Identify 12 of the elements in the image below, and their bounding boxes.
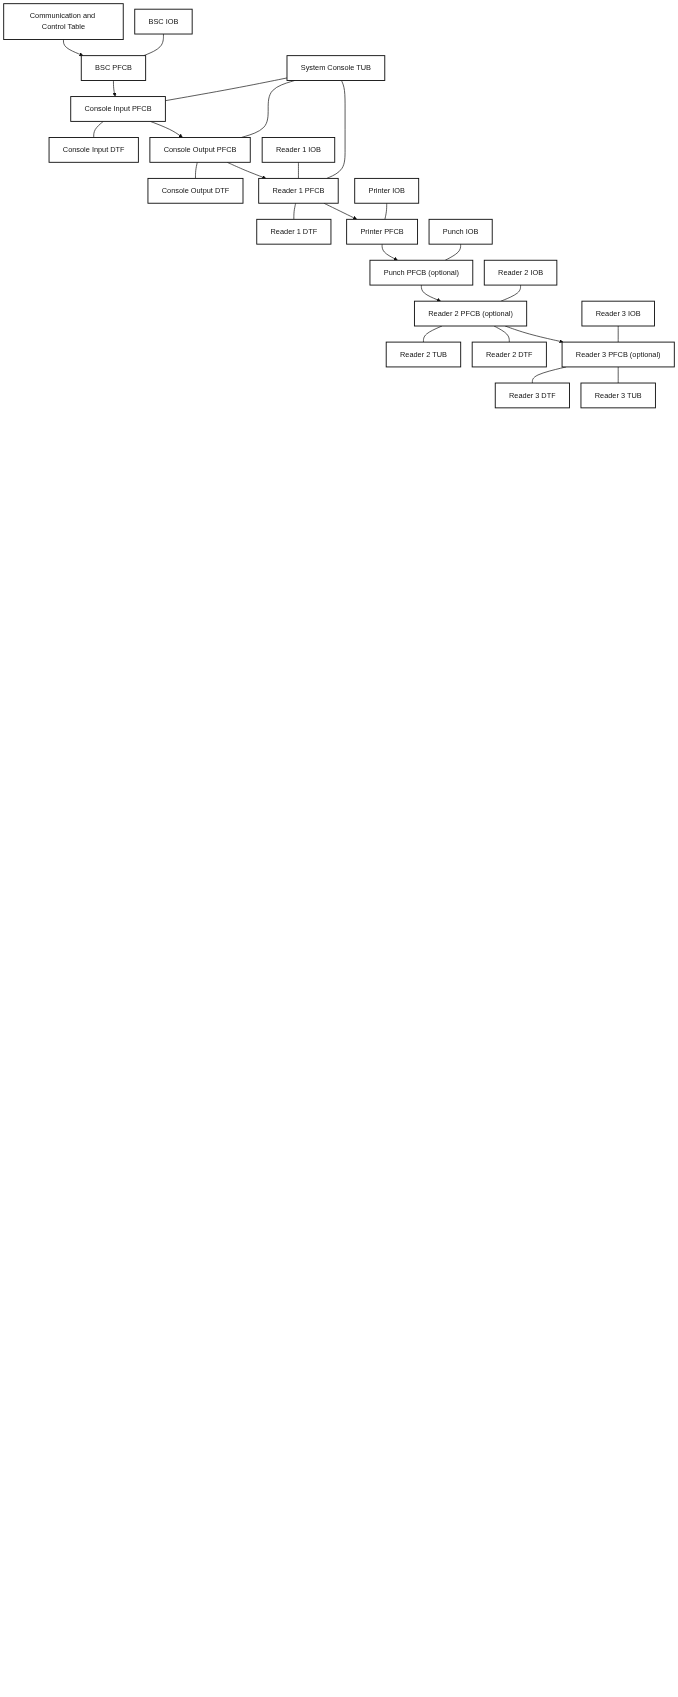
connector — [298, 161, 299, 179]
connector — [500, 284, 521, 302]
connector — [93, 121, 104, 138]
connector — [617, 366, 619, 384]
connector — [293, 202, 296, 220]
connector — [444, 243, 461, 261]
connector — [384, 202, 388, 220]
connector — [195, 161, 198, 179]
connector — [326, 80, 346, 179]
connector — [143, 33, 164, 56]
connector — [617, 325, 619, 343]
connector — [165, 77, 288, 102]
